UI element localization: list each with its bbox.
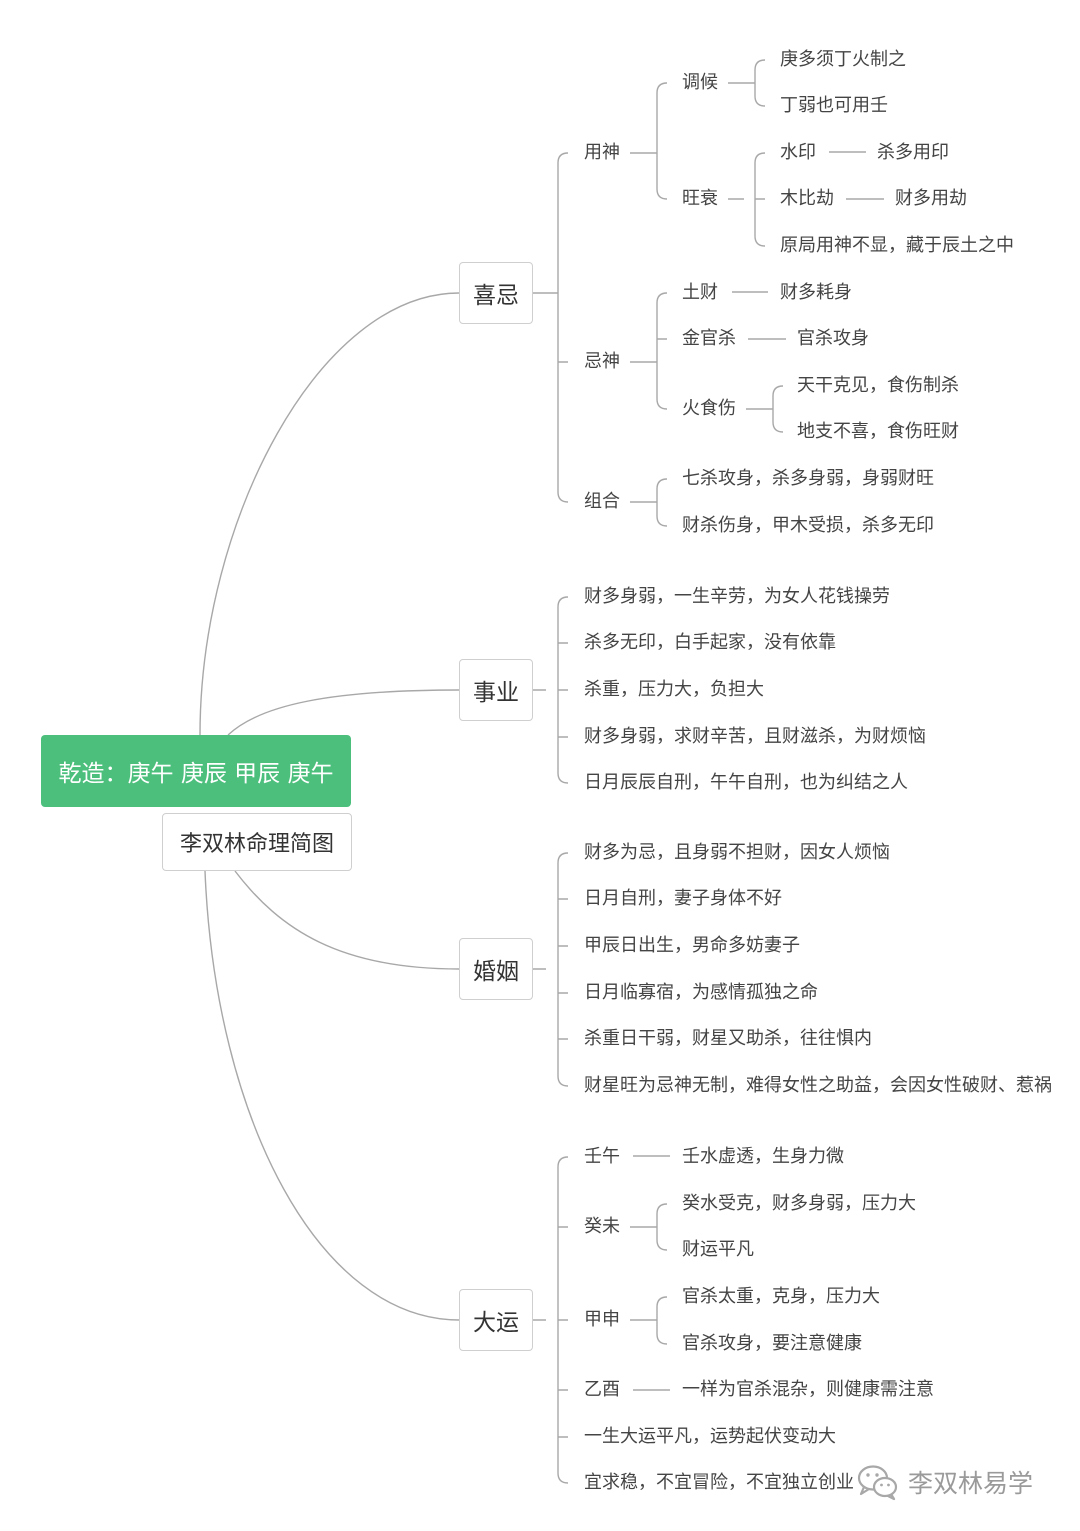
node-huoshishang[interactable]: 火食伤 <box>682 397 736 421</box>
node-yongshen[interactable]: 用神 <box>584 141 620 165</box>
node-tiaohou-item-2[interactable]: 丁弱也可用壬 <box>780 94 888 118</box>
node-shiye-item-3[interactable]: 杀重，压力大，负担大 <box>584 678 764 702</box>
node-hunyin-item-3[interactable]: 甲辰日出生，男命多妨妻子 <box>584 934 800 958</box>
branch-shiye[interactable]: 事业 <box>459 659 533 721</box>
node-dayun-general[interactable]: 一生大运平凡，运势起伏变动大 <box>584 1425 836 1449</box>
node-tucai-note[interactable]: 财多耗身 <box>780 281 852 305</box>
bracket-yongshen <box>630 82 668 200</box>
bracket-zuhe <box>630 478 668 527</box>
connector-root-dayun <box>204 870 460 1321</box>
bracket-tiaohou <box>728 59 766 107</box>
node-jishen[interactable]: 忌神 <box>584 350 620 374</box>
connector-root-hunyin <box>234 870 460 970</box>
bracket-jiashen <box>630 1296 668 1345</box>
node-guiwei-item-2[interactable]: 财运平凡 <box>682 1238 754 1262</box>
node-mubijie[interactable]: 木比劫 <box>780 187 834 211</box>
node-shiye-item-4[interactable]: 财多身弱，求财辛苦，且财滋杀，为财烦恼 <box>584 725 926 749</box>
bracket-huoshishang <box>746 385 784 433</box>
watermark: 李双林易学 <box>856 1462 1033 1502</box>
bracket-shiye <box>533 596 569 784</box>
branch-xiji[interactable]: 喜忌 <box>459 262 533 324</box>
node-hunyin-item-4[interactable]: 日月临寡宿，为感情孤独之命 <box>584 981 818 1005</box>
connector-root-xiji <box>199 292 460 736</box>
bracket-jishen <box>630 292 668 410</box>
node-yiyou[interactable]: 乙酉 <box>584 1378 620 1402</box>
connector-root-shiye <box>227 689 460 736</box>
node-jiashen-item-1[interactable]: 官杀太重，克身，压力大 <box>682 1285 880 1309</box>
node-zuhe-item-2[interactable]: 财杀伤身，甲木受损，杀多无印 <box>682 514 934 538</box>
watermark-text: 李双林易学 <box>908 1469 1034 1498</box>
bracket-dayun <box>533 1156 569 1484</box>
branch-dayun[interactable]: 大运 <box>459 1289 533 1351</box>
node-zuhe-item-1[interactable]: 七杀攻身，杀多身弱，身弱财旺 <box>682 467 934 491</box>
node-guiwei-item-1[interactable]: 癸水受克，财多身弱，压力大 <box>682 1192 916 1216</box>
node-mubijie-note[interactable]: 财多用劫 <box>895 187 967 211</box>
node-shuiyin[interactable]: 水印 <box>780 141 816 165</box>
bracket-xiji <box>533 152 569 503</box>
node-wangshuai[interactable]: 旺衰 <box>682 187 718 211</box>
node-dayun-advice[interactable]: 宜求稳，不宜冒险，不宜独立创业 <box>584 1471 854 1495</box>
node-shiye-item-5[interactable]: 日月辰辰自刑，午午自刑，也为纠结之人 <box>584 771 908 795</box>
bracket-wangshuai <box>728 152 766 247</box>
node-renwu[interactable]: 壬午 <box>584 1145 620 1169</box>
node-jinguansha[interactable]: 金官杀 <box>682 327 736 351</box>
node-hunyin-item-6[interactable]: 财星旺为忌神无制，难得女性之助益，会因女性破财、惹祸 <box>584 1074 1052 1098</box>
node-tucai[interactable]: 土财 <box>682 281 718 305</box>
bracket-guiwei <box>630 1203 668 1251</box>
root-node[interactable]: 乾造：庚午 庚辰 甲辰 庚午 <box>41 735 351 807</box>
branch-hunyin[interactable]: 婚姻 <box>459 938 533 1000</box>
node-shuiyin-note[interactable]: 杀多用印 <box>877 141 949 165</box>
node-hunyin-item-1[interactable]: 财多为忌，且身弱不担财，因女人烦恼 <box>584 841 890 865</box>
node-hidden-yongshen[interactable]: 原局用神不显，藏于辰土之中 <box>780 234 1014 258</box>
node-huoshishang-item-2[interactable]: 地支不喜，食伤旺财 <box>797 420 959 444</box>
node-zuhe[interactable]: 组合 <box>584 490 620 514</box>
node-huoshishang-item-1[interactable]: 天干克见，食伤制杀 <box>797 374 959 398</box>
wechat-icon <box>857 1465 898 1501</box>
node-hunyin-item-2[interactable]: 日月自刑，妻子身体不好 <box>584 887 782 911</box>
node-renwu-note[interactable]: 壬水虚透，生身力微 <box>682 1145 844 1169</box>
node-jiashen-item-2[interactable]: 官杀攻身，要注意健康 <box>682 1332 862 1356</box>
node-shiye-item-2[interactable]: 杀多无印，白手起家，没有依靠 <box>584 631 836 655</box>
node-jiashen[interactable]: 甲申 <box>584 1308 620 1332</box>
subtitle-node[interactable]: 李双林命理简图 <box>162 813 352 871</box>
node-jinguansha-note[interactable]: 官杀攻身 <box>797 327 869 351</box>
node-hunyin-item-5[interactable]: 杀重日干弱，财星又助杀，往往惧内 <box>584 1027 872 1051</box>
node-tiaohou-item-1[interactable]: 庚多须丁火制之 <box>780 48 906 72</box>
node-yiyou-note[interactable]: 一样为官杀混杂，则健康需注意 <box>682 1378 934 1402</box>
node-guiwei[interactable]: 癸未 <box>584 1215 620 1239</box>
node-tiaohou[interactable]: 调候 <box>682 71 718 95</box>
bracket-hunyin <box>533 852 569 1087</box>
node-shiye-item-1[interactable]: 财多身弱，一生辛劳，为女人花钱操劳 <box>584 585 890 609</box>
